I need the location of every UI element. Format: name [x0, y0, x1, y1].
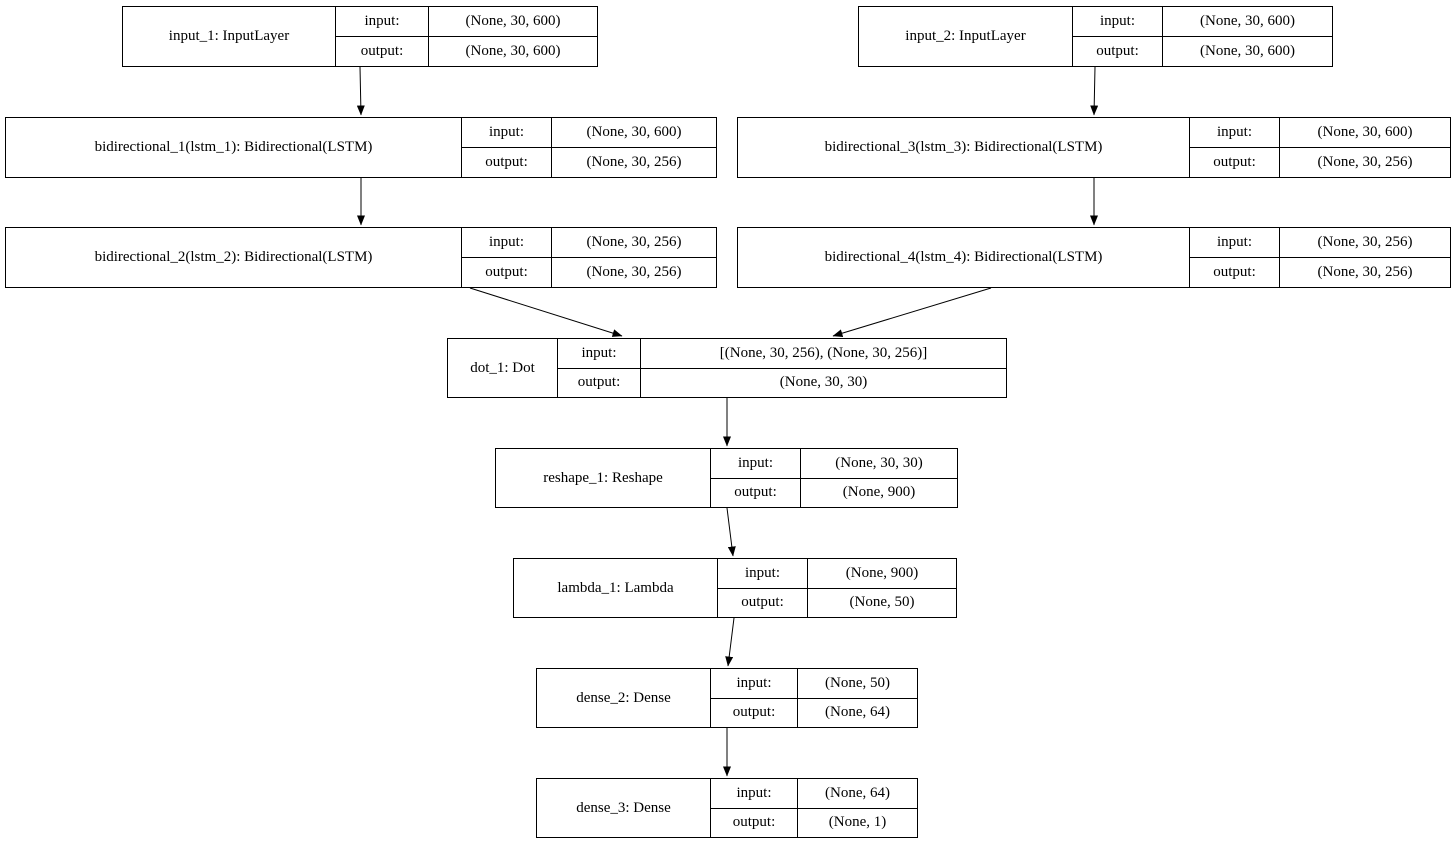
input-label: input:: [711, 669, 798, 698]
node-input_2-name: input_2: InputLayer: [859, 7, 1073, 66]
node-bidirectional_1-input-row: input: (None, 30, 600): [462, 118, 716, 147]
node-lambda_1-output-row: output: (None, 50): [718, 587, 956, 617]
node-input_1-output-row: output: (None, 30, 600): [336, 36, 597, 66]
edge-bidirectional_4-to-dot_1: [832, 287, 992, 338]
edge-input_2-to-bidirectional_3: [1090, 66, 1099, 116]
node-lambda_1: lambda_1: Lambda input: (None, 900) outp…: [513, 558, 957, 618]
output-label: output:: [718, 588, 808, 617]
node-bidirectional_3-name: bidirectional_3(lstm_3): Bidirectional(L…: [738, 118, 1190, 177]
node-dot_1-input-row: input: [(None, 30, 256), (None, 30, 256)…: [558, 339, 1006, 368]
node-bidirectional_4-output-row: output: (None, 30, 256): [1190, 257, 1450, 287]
output-label: output:: [711, 478, 801, 507]
input-label: input:: [462, 228, 552, 257]
edge-bidirectional_2-to-dot_1: [469, 287, 623, 337]
output-label: output:: [462, 148, 552, 177]
output-label: output:: [711, 808, 798, 837]
node-bidirectional_3-input-shape: (None, 30, 600): [1317, 124, 1413, 140]
node-bidirectional_1-output-row: output: (None, 30, 256): [462, 147, 716, 177]
node-lambda_1-input-row: input: (None, 900): [718, 559, 956, 588]
input-label: input:: [1190, 228, 1280, 257]
node-input_1-input-shape: (None, 30, 600): [465, 13, 561, 29]
input-label: input:: [718, 559, 808, 588]
node-bidirectional_2-input-shape: (None, 30, 256): [586, 234, 682, 250]
node-dense_3-name: dense_3: Dense: [537, 779, 711, 837]
node-bidirectional_4-output-shape: (None, 30, 256): [1317, 264, 1413, 280]
node-input_2: input_2: InputLayer input: (None, 30, 60…: [858, 6, 1333, 67]
node-bidirectional_3: bidirectional_3(lstm_3): Bidirectional(L…: [737, 117, 1451, 178]
node-lambda_1-output-shape: (None, 50): [849, 594, 915, 611]
output-label: output:: [711, 698, 798, 727]
node-bidirectional_4-input-shape: (None, 30, 256): [1317, 234, 1413, 250]
node-bidirectional_2-input-row: input: (None, 30, 256): [462, 228, 716, 257]
node-dense_3-input-row: input: (None, 64): [711, 779, 917, 808]
node-bidirectional_4: bidirectional_4(lstm_4): Bidirectional(L…: [737, 227, 1451, 288]
node-reshape_1: reshape_1: Reshape input: (None, 30, 30)…: [495, 448, 958, 508]
node-bidirectional_3-output-row: output: (None, 30, 256): [1190, 147, 1450, 177]
node-dot_1-output-shape: (None, 30, 30): [779, 374, 868, 391]
node-bidirectional_2-output-row: output: (None, 30, 256): [462, 257, 716, 287]
node-dot_1-output-row: output: (None, 30, 30): [558, 367, 1006, 397]
node-bidirectional_1-output-shape: (None, 30, 256): [586, 154, 682, 170]
output-label: output:: [462, 258, 552, 287]
input-label: input:: [1190, 118, 1280, 147]
node-bidirectional_4-name: bidirectional_4(lstm_4): Bidirectional(L…: [738, 228, 1190, 287]
input-label: input:: [336, 7, 429, 36]
input-label: input:: [558, 339, 641, 368]
node-input_1-name: input_1: InputLayer: [123, 7, 336, 66]
node-dense_3-input-shape: (None, 64): [825, 784, 890, 801]
node-reshape_1-input-shape: (None, 30, 30): [835, 454, 923, 471]
output-label: output:: [1073, 37, 1163, 66]
node-dense_2-output-row: output: (None, 64): [711, 697, 917, 727]
node-bidirectional_3-input-row: input: (None, 30, 600): [1190, 118, 1450, 147]
node-lambda_1-input-shape: (None, 900): [845, 564, 919, 581]
node-reshape_1-output-row: output: (None, 900): [711, 477, 957, 507]
output-label: output:: [1190, 148, 1280, 177]
node-dense_2: dense_2: Dense input: (None, 50) output:…: [536, 668, 918, 728]
node-reshape_1-input-row: input: (None, 30, 30): [711, 449, 957, 478]
node-dot_1-name: dot_1: Dot: [448, 339, 558, 397]
input-label: input:: [711, 449, 801, 478]
node-dot_1-input-shape: [(None, 30, 256), (None, 30, 256)]: [719, 344, 928, 361]
node-bidirectional_4-input-row: input: (None, 30, 256): [1190, 228, 1450, 257]
output-label: output:: [558, 368, 641, 397]
edge-reshape_1-to-lambda_1: [726, 507, 736, 557]
edge-lambda_1-to-dense_2: [725, 617, 735, 667]
node-input_1: input_1: InputLayer input: (None, 30, 60…: [122, 6, 598, 67]
node-dense_3-output-shape: (None, 1): [828, 814, 887, 831]
node-bidirectional_2-output-shape: (None, 30, 256): [586, 264, 682, 280]
edge-input_1-to-bidirectional_1: [356, 66, 365, 116]
node-bidirectional_3-output-shape: (None, 30, 256): [1317, 154, 1413, 170]
node-reshape_1-name: reshape_1: Reshape: [496, 449, 711, 507]
node-dense_3-output-row: output: (None, 1): [711, 807, 917, 837]
node-input_2-output-row: output: (None, 30, 600): [1073, 36, 1332, 66]
node-dense_2-output-shape: (None, 64): [825, 704, 890, 721]
node-dense_3: dense_3: Dense input: (None, 64) output:…: [536, 778, 918, 838]
node-dense_2-input-shape: (None, 50): [825, 674, 890, 691]
node-input_2-input-shape: (None, 30, 600): [1200, 13, 1295, 29]
input-label: input:: [462, 118, 552, 147]
node-lambda_1-name: lambda_1: Lambda: [514, 559, 718, 617]
node-input_1-input-row: input: (None, 30, 600): [336, 7, 597, 36]
output-label: output:: [336, 37, 429, 66]
node-input_2-input-row: input: (None, 30, 600): [1073, 7, 1332, 36]
node-input_2-output-shape: (None, 30, 600): [1200, 43, 1295, 59]
node-bidirectional_1: bidirectional_1(lstm_1): Bidirectional(L…: [5, 117, 717, 178]
node-bidirectional_1-input-shape: (None, 30, 600): [586, 124, 682, 140]
node-bidirectional_2-name: bidirectional_2(lstm_2): Bidirectional(L…: [6, 228, 462, 287]
node-bidirectional_2: bidirectional_2(lstm_2): Bidirectional(L…: [5, 227, 717, 288]
node-dot_1: dot_1: Dot input: [(None, 30, 256), (Non…: [447, 338, 1007, 398]
output-label: output:: [1190, 258, 1280, 287]
node-reshape_1-output-shape: (None, 900): [842, 484, 916, 501]
node-dense_2-name: dense_2: Dense: [537, 669, 711, 727]
node-input_1-output-shape: (None, 30, 600): [465, 43, 561, 59]
node-bidirectional_1-name: bidirectional_1(lstm_1): Bidirectional(L…: [6, 118, 462, 177]
node-dense_2-input-row: input: (None, 50): [711, 669, 917, 698]
input-label: input:: [711, 779, 798, 808]
input-label: input:: [1073, 7, 1163, 36]
